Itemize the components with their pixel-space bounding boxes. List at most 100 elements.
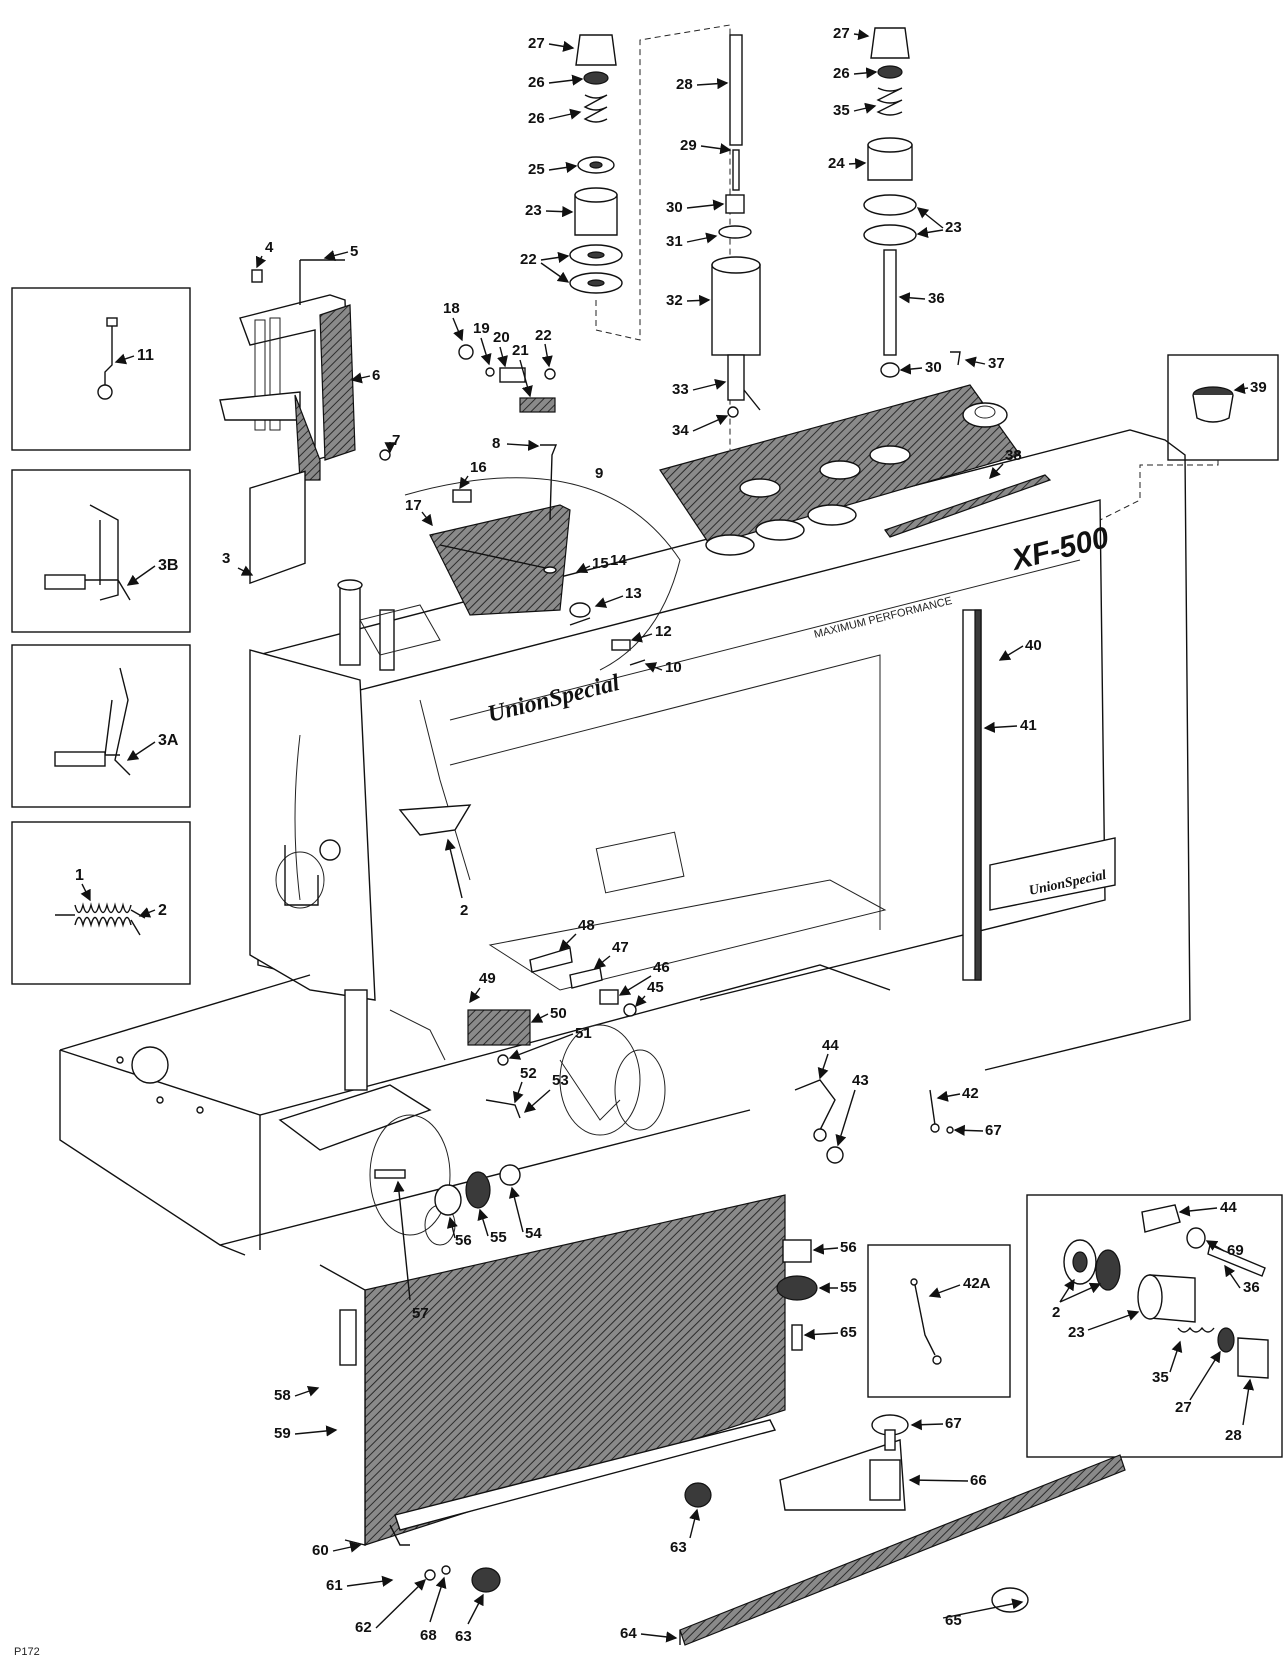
callout: 21: [512, 342, 529, 359]
callout: 5: [350, 243, 358, 260]
callout: 58: [274, 1387, 291, 1404]
callout: 11: [137, 347, 154, 364]
bar-64-66: [679, 1414, 1126, 1646]
stack-55-56-68: [776, 1239, 818, 1351]
model-name: XF-500: [1007, 521, 1113, 577]
feet-62-63-71: [424, 1482, 712, 1593]
callout: 4: [265, 239, 274, 256]
callout: 14: [610, 552, 627, 569]
callout: 13: [625, 585, 642, 602]
callout: 30: [925, 359, 942, 376]
callout: 36: [928, 290, 945, 307]
callout: 50: [550, 1005, 567, 1022]
callout: 12: [655, 623, 672, 640]
callout: 33: [672, 381, 689, 398]
callout: 28: [1225, 1427, 1242, 1444]
callout: 60: [312, 1542, 329, 1559]
callout: 10: [665, 659, 682, 676]
callout: 38: [1005, 447, 1022, 464]
callout: 2: [1052, 1304, 1060, 1321]
callout: 63: [670, 1539, 687, 1556]
callout: 23: [1068, 1324, 1085, 1341]
inset-box-3a: [11, 644, 191, 808]
callout: 27: [528, 35, 545, 52]
callouts: 11 3B 3A 1 2 4 5 6 7 3 8 9 16 17 15 14 1…: [75, 25, 1267, 1645]
callout: 19: [473, 320, 490, 337]
spring-coil: [74, 902, 132, 928]
callout: 28: [676, 76, 693, 93]
callout: 63: [455, 1628, 472, 1645]
callout: 24: [828, 155, 845, 172]
callout: 23: [525, 202, 542, 219]
callout: 15: [592, 555, 609, 572]
bottom-cover-60: [319, 1194, 786, 1546]
inset-box-42a: [867, 1244, 1011, 1398]
callout: 66: [970, 1472, 987, 1489]
callout: 48: [578, 917, 595, 934]
callout: 3B: [158, 557, 178, 574]
callout: 44: [822, 1037, 839, 1054]
callout: 1: [75, 867, 84, 884]
callout: 64: [620, 1625, 637, 1642]
callout: 61: [326, 1577, 343, 1594]
callout: 40: [1025, 637, 1042, 654]
hardware-42-44: [794, 1079, 954, 1164]
callout: 3A: [158, 732, 179, 749]
callout: 16: [470, 459, 487, 476]
callout: 2: [460, 902, 468, 919]
callout: 69: [1227, 1242, 1244, 1259]
inset-box-11: [11, 287, 191, 451]
callout: 34: [672, 422, 689, 439]
callout: 35: [1152, 1369, 1169, 1386]
figure-code: P172: [14, 1646, 40, 1658]
callout: 67: [945, 1415, 962, 1432]
callout: 26: [833, 65, 850, 82]
callout: 62: [355, 1619, 372, 1636]
callout: 23: [945, 219, 962, 236]
callout: 35: [833, 102, 850, 119]
callout: 30: [666, 199, 683, 216]
thread-guide-assembly: [219, 259, 391, 585]
callout: 51: [575, 1025, 592, 1042]
center-post-28-34: [711, 34, 761, 418]
callout: 59: [274, 1425, 291, 1442]
callout: 6: [372, 367, 380, 384]
callout: 39: [1250, 379, 1267, 396]
callout: 56: [455, 1232, 472, 1249]
hinge-61: [389, 1419, 777, 1546]
callout: 67: [985, 1122, 1002, 1139]
callout: 44: [1220, 1199, 1237, 1216]
callout: 20: [493, 329, 510, 346]
callout: 36: [1243, 1279, 1260, 1296]
callout: 3: [222, 550, 230, 567]
callout: 42: [962, 1085, 979, 1102]
callout: 27: [1175, 1399, 1192, 1416]
callout: 26: [528, 110, 545, 127]
callout: 54: [525, 1225, 542, 1242]
callout: 55: [840, 1279, 857, 1296]
callout: 41: [1020, 717, 1037, 734]
inset-box-3b: [11, 469, 191, 633]
callout: 42A: [963, 1275, 991, 1292]
callout: 27: [833, 25, 850, 42]
inset-box-39: [1099, 354, 1279, 521]
callout: 46: [653, 959, 670, 976]
tension-stack-left: [569, 24, 731, 450]
callout: 52: [520, 1065, 537, 1082]
hardware-45-53: [467, 947, 637, 1119]
callout: 55: [490, 1229, 507, 1246]
callout: 18: [443, 300, 460, 317]
callout: 32: [666, 292, 683, 309]
brand-name: UnionSpecial: [485, 670, 622, 728]
hardware-54-57: [374, 1164, 521, 1216]
callout: 43: [852, 1072, 869, 1089]
callout: 2: [158, 902, 167, 919]
callout: 53: [552, 1072, 569, 1089]
rail-41: [962, 609, 982, 981]
callout: 65: [840, 1324, 857, 1341]
callout: 37: [988, 355, 1005, 372]
callout: 17: [405, 497, 422, 514]
callout: 45: [647, 979, 664, 996]
callout: 8: [492, 435, 500, 452]
